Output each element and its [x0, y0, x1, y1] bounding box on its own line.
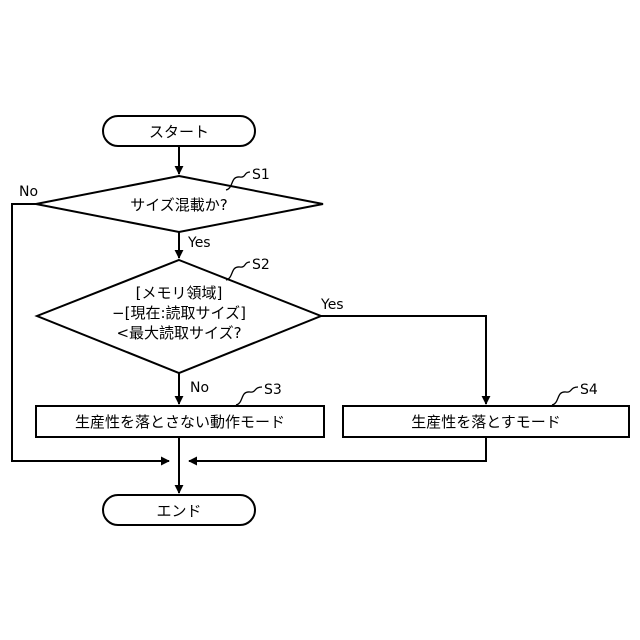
- decision-s1: サイズ混載か?: [36, 176, 323, 232]
- end-label: エンド: [156, 502, 201, 520]
- decision-s2: [メモリ領域] −[現在:読取サイズ] <最大読取サイズ?: [37, 260, 321, 373]
- connector-s4-merge: [189, 437, 486, 461]
- decision-s2-line-2: −[現在:読取サイズ]: [112, 304, 246, 322]
- step-label-s2: S2: [252, 257, 270, 273]
- connector-s2-yes: [321, 316, 486, 404]
- decision-s2-line-1: [メモリ領域]: [136, 284, 223, 302]
- process-s4-text: 生産性を落とすモード: [411, 413, 561, 431]
- process-s4: 生産性を落とすモード: [343, 406, 629, 437]
- decision-s2-line-3: <最大読取サイズ?: [116, 324, 241, 342]
- step-label-s4: S4: [580, 382, 598, 398]
- step-leader-s3: [236, 387, 262, 405]
- decision-s1-text: サイズ混載か?: [130, 196, 228, 214]
- decision-s2-yes-label: Yes: [320, 297, 344, 313]
- step-leader-s2: [226, 262, 250, 280]
- decision-s1-yes-label: Yes: [187, 235, 211, 251]
- start-terminal: スタート: [103, 116, 255, 146]
- step-label-s1: S1: [252, 167, 270, 183]
- process-s3-text: 生産性を落とさない動作モード: [75, 413, 285, 431]
- step-label-s3: S3: [264, 382, 282, 398]
- end-terminal: エンド: [103, 495, 255, 525]
- decision-s2-no-label: No: [190, 380, 209, 396]
- start-label: スタート: [149, 123, 209, 141]
- process-s3: 生産性を落とさない動作モード: [36, 406, 324, 437]
- step-leader-s4: [552, 387, 578, 405]
- decision-s1-no-label: No: [19, 184, 38, 200]
